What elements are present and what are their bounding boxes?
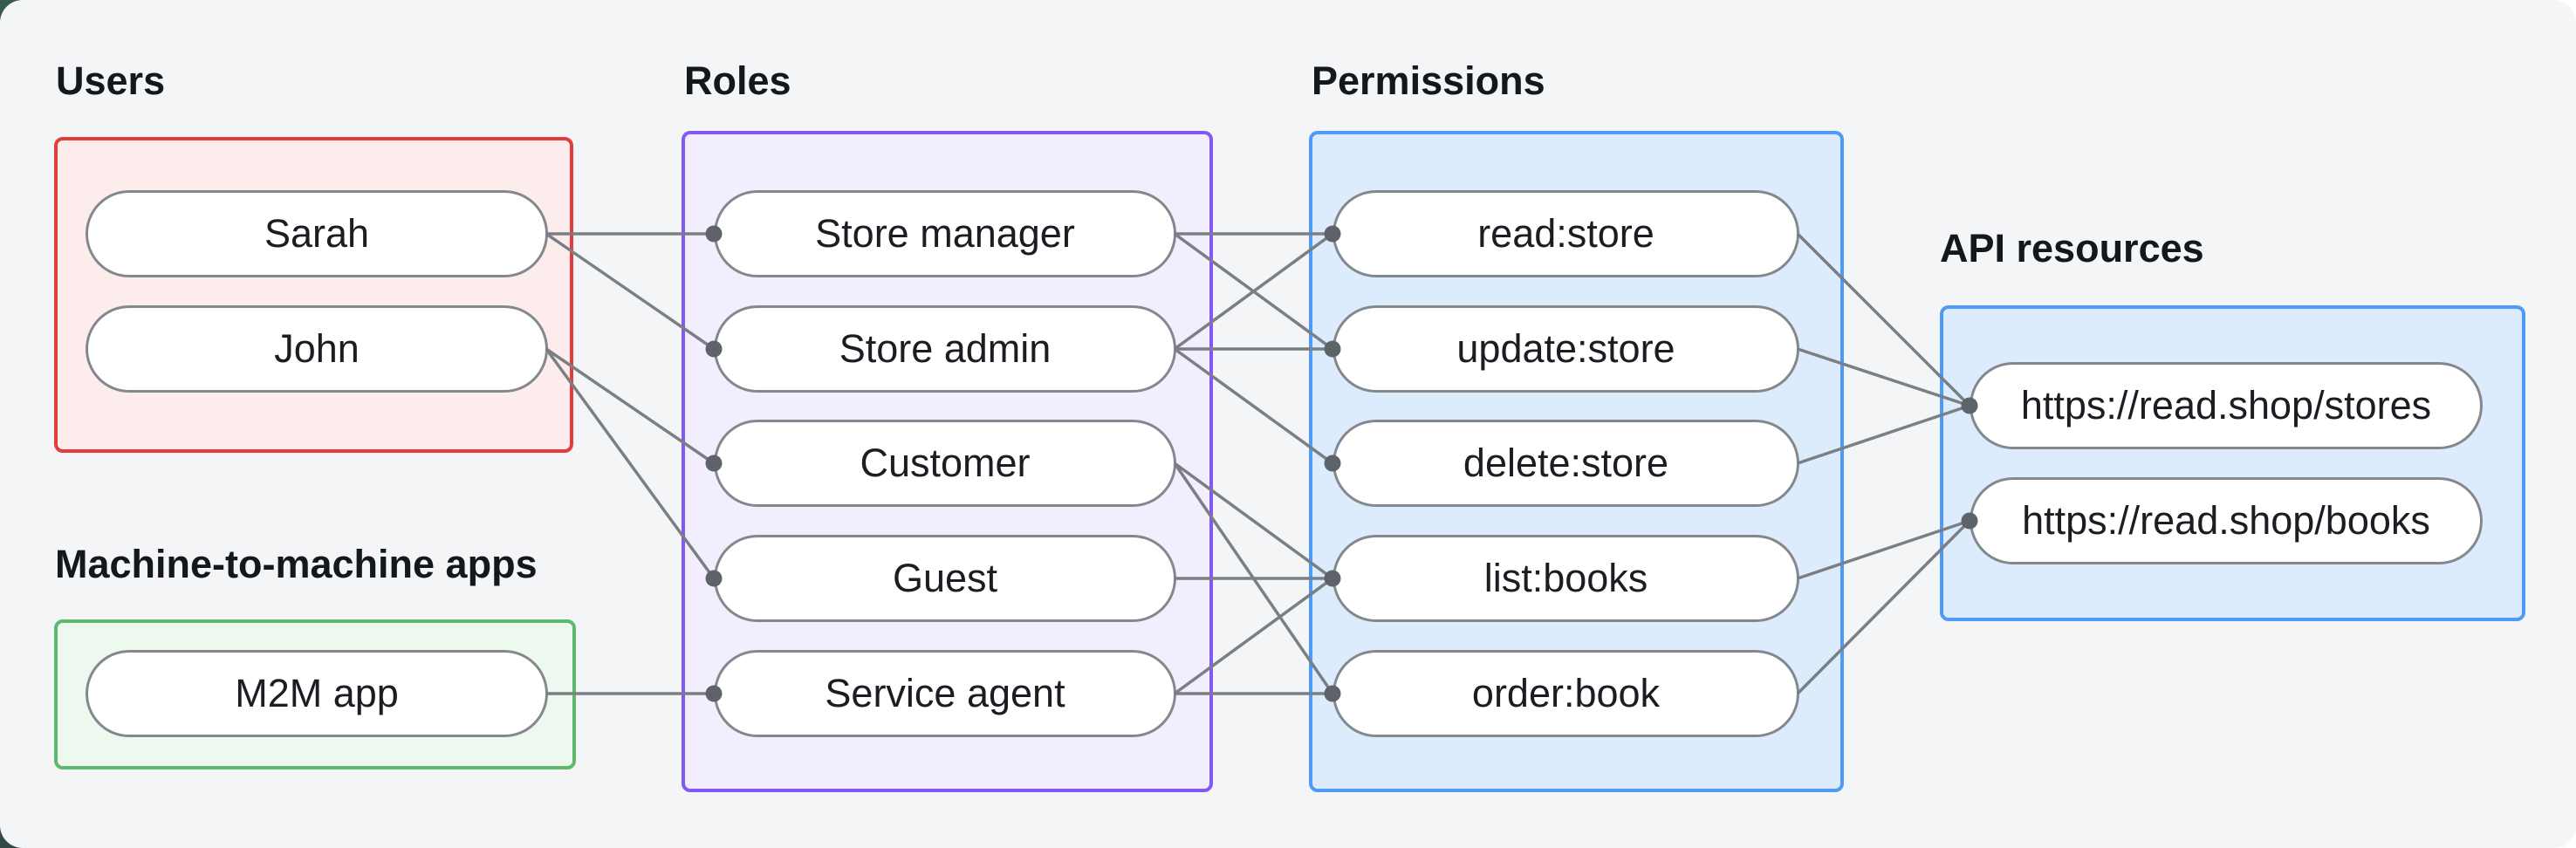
node-permission-read-store: read:store bbox=[1333, 190, 1799, 277]
group-label-m2m-apps: Machine-to-machine apps bbox=[55, 542, 538, 586]
node-role-service-agent: Service agent bbox=[714, 650, 1176, 737]
node-user-john: John bbox=[86, 305, 548, 393]
node-permission-order-book: order:book bbox=[1333, 650, 1799, 737]
node-role-customer: Customer bbox=[714, 420, 1176, 507]
group-box-users bbox=[54, 137, 573, 453]
group-label-permissions: Permissions bbox=[1312, 58, 1545, 103]
node-api-resource-stores: https://read.shop/stores bbox=[1970, 362, 2483, 449]
group-box-api-resources bbox=[1940, 305, 2525, 621]
node-api-resource-books: https://read.shop/books bbox=[1970, 477, 2483, 564]
node-role-store-manager: Store manager bbox=[714, 190, 1176, 277]
group-label-roles: Roles bbox=[684, 58, 791, 103]
node-permission-delete-store: delete:store bbox=[1333, 420, 1799, 507]
node-permission-list-books: list:books bbox=[1333, 535, 1799, 622]
node-user-sarah: Sarah bbox=[86, 190, 548, 277]
group-label-users: Users bbox=[56, 58, 166, 103]
node-permission-update-store: update:store bbox=[1333, 305, 1799, 393]
node-role-store-admin: Store admin bbox=[714, 305, 1176, 393]
group-label-api-resources: API resources bbox=[1940, 226, 2204, 270]
node-role-guest: Guest bbox=[714, 535, 1176, 622]
node-m2m-app: M2M app bbox=[86, 650, 548, 737]
